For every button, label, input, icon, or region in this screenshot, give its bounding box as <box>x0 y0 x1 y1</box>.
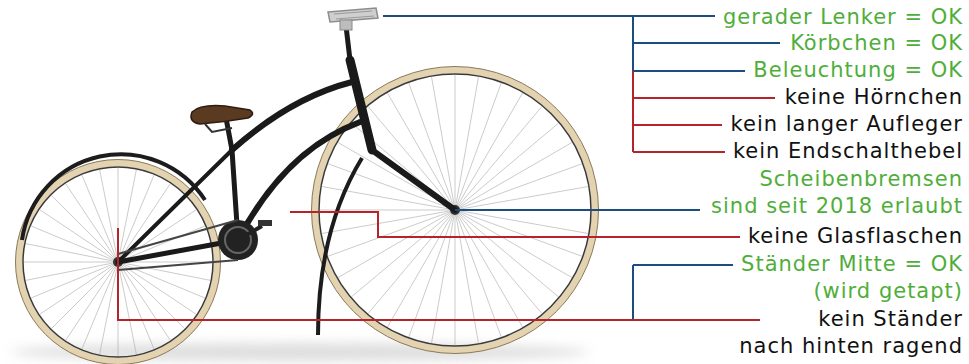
leader-line <box>118 228 760 320</box>
spoke <box>338 143 455 211</box>
spoke <box>455 93 523 210</box>
spoke <box>455 210 501 337</box>
spoke <box>66 262 118 340</box>
saddle <box>191 106 253 124</box>
frame <box>118 26 455 262</box>
callout-label: Körbchen = OK <box>787 30 963 57</box>
callout-label: keine Glasflaschen <box>744 223 963 250</box>
handlebar-grip <box>334 11 374 19</box>
leader-line <box>455 209 700 211</box>
leader-line <box>633 124 722 126</box>
leader-line <box>383 15 715 17</box>
seat-stay <box>118 150 232 262</box>
spoke <box>455 210 456 345</box>
spoke <box>82 175 118 262</box>
spoke <box>368 107 455 210</box>
saddle-spring <box>205 124 232 132</box>
spoke <box>455 75 456 210</box>
rear-mudguard <box>22 154 205 240</box>
spoke <box>24 262 118 263</box>
spoke <box>352 210 455 297</box>
front-mudguard <box>318 158 362 335</box>
spoke <box>322 210 455 233</box>
leader-lines-forbidden <box>118 71 775 320</box>
spoke <box>388 210 456 327</box>
spoke <box>455 210 572 278</box>
callout-label: Beleuchtung = OK <box>750 57 963 84</box>
leader-lines-ok <box>383 16 780 320</box>
spoke <box>455 123 558 210</box>
leader-line <box>633 70 745 72</box>
spoke <box>118 262 136 354</box>
crank-arm <box>238 226 262 240</box>
callout-label: kein Ständer nach hinten ragend <box>736 306 963 360</box>
spoke <box>118 226 205 262</box>
spoke <box>26 262 118 280</box>
callout-label: keine Hörnchen <box>781 84 963 111</box>
spoke <box>118 262 205 298</box>
spoke <box>455 210 478 343</box>
spoke <box>118 184 170 262</box>
handlebar <box>328 8 378 22</box>
leader-bracket <box>632 265 634 320</box>
leader-line <box>633 97 775 99</box>
spoke <box>328 210 455 256</box>
down-tube <box>238 122 360 240</box>
spoke <box>82 262 118 349</box>
stem <box>346 26 350 60</box>
leader-line <box>290 212 740 237</box>
seat-post <box>226 118 232 150</box>
spoke <box>118 262 184 328</box>
leader-line <box>633 151 725 153</box>
stem-clamp <box>340 20 352 30</box>
callout-label: kein Endschalthebel <box>729 138 963 165</box>
spoke <box>40 210 118 262</box>
spoke <box>118 262 154 349</box>
spoke <box>320 210 455 211</box>
leader-line <box>633 264 733 266</box>
spoke <box>31 226 118 262</box>
spoke <box>455 164 582 210</box>
pedal <box>258 220 272 226</box>
leader-bracket <box>632 71 634 152</box>
spoke <box>432 77 455 210</box>
spoke <box>100 170 118 262</box>
spoke <box>455 210 542 313</box>
spoke <box>52 196 118 262</box>
leader-line <box>633 42 780 44</box>
chain <box>118 220 238 270</box>
callout-label: Scheibenbremsen sind seit 2018 erlaubt <box>708 166 963 220</box>
callout-label: kein langer Aufleger <box>727 111 963 138</box>
fork <box>372 150 455 210</box>
callout-label: Ständer Mitte = OK (wird getapt) <box>738 251 963 305</box>
spoke <box>455 187 588 210</box>
spoke <box>52 262 118 328</box>
head-tube <box>350 60 372 150</box>
spoke <box>31 262 118 298</box>
callout-label: gerader Lenker = OK <box>719 4 963 31</box>
